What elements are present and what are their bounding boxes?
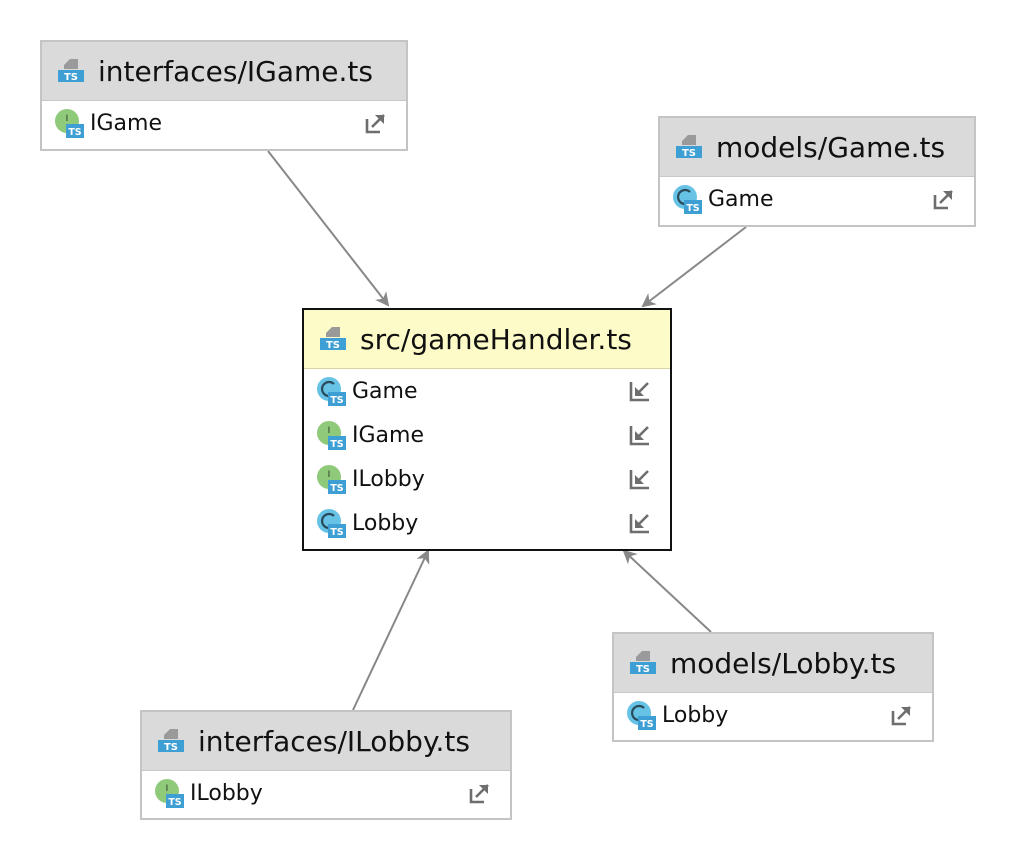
typescript-file-icon: TS [158, 729, 184, 753]
svg-text:I: I [166, 784, 169, 794]
symbol-label: Game [352, 378, 418, 404]
file-node-title: src/gameHandler.ts [360, 322, 632, 356]
edge-game-to-gamehandler [641, 226, 747, 308]
file-node-header[interactable]: TS interfaces/IGame.ts [42, 42, 406, 101]
symbol-label: ILobby [352, 466, 425, 492]
interface-icon: I TS [317, 465, 346, 494]
svg-text:TS: TS [330, 395, 343, 406]
class-icon: TS [673, 185, 702, 214]
class-icon: TS [317, 509, 346, 538]
symbol-row[interactable]: TS Game [304, 369, 670, 413]
symbol-row[interactable]: I TS IGame [304, 413, 670, 457]
svg-text:TS: TS [640, 719, 653, 730]
symbol-label: Game [708, 186, 774, 212]
export-arrow-icon[interactable] [932, 187, 956, 211]
symbol-label: Lobby [662, 702, 729, 728]
svg-text:TS: TS [330, 483, 343, 494]
import-arrow-icon[interactable] [628, 379, 652, 403]
symbol-label: IGame [90, 110, 162, 136]
export-arrow-icon[interactable] [364, 111, 388, 135]
interface-icon: I TS [55, 109, 84, 138]
file-node-title: models/Lobby.ts [670, 646, 897, 680]
export-arrow-icon[interactable] [468, 781, 492, 805]
file-node-title: interfaces/IGame.ts [98, 54, 373, 88]
edge-lobby-to-gamehandler [622, 549, 712, 633]
typescript-file-icon: TS [58, 59, 84, 83]
file-node-header[interactable]: TS models/Lobby.ts [614, 634, 932, 693]
symbol-label: ILobby [190, 780, 263, 806]
symbol-row[interactable]: I TS ILobby [304, 457, 670, 501]
interface-icon: I TS [317, 421, 346, 450]
file-node-gamehandler[interactable]: TS src/gameHandler.ts TS Game I TS IGame [302, 308, 672, 551]
import-arrow-icon[interactable] [628, 467, 652, 491]
import-arrow-icon[interactable] [628, 511, 652, 535]
file-node-ilobby[interactable]: TS interfaces/ILobby.ts I TS ILobby [140, 710, 512, 820]
interface-icon: I TS [155, 779, 184, 808]
edge-ilobby-to-gamehandler [352, 549, 430, 711]
typescript-file-icon: TS [676, 135, 702, 159]
svg-text:TS: TS [330, 527, 343, 538]
file-node-header[interactable]: TS interfaces/ILobby.ts [142, 712, 510, 771]
svg-text:TS: TS [64, 72, 78, 83]
symbol-label: Lobby [352, 510, 419, 536]
typescript-file-icon: TS [630, 651, 656, 675]
file-node-title: interfaces/ILobby.ts [198, 724, 470, 758]
svg-text:TS: TS [682, 148, 696, 159]
edge-igame-to-gamehandler [267, 150, 390, 307]
svg-text:TS: TS [68, 127, 81, 138]
svg-text:TS: TS [326, 340, 340, 351]
svg-text:TS: TS [164, 742, 178, 753]
svg-text:TS: TS [636, 664, 650, 675]
symbol-row[interactable]: TS Lobby [614, 693, 932, 737]
export-arrow-icon[interactable] [890, 703, 914, 727]
file-node-title: models/Game.ts [716, 130, 946, 164]
typescript-file-icon: TS [320, 327, 346, 351]
svg-text:I: I [328, 470, 331, 480]
svg-text:TS: TS [330, 439, 343, 450]
class-icon: TS [317, 377, 346, 406]
file-node-lobby[interactable]: TS models/Lobby.ts TS Lobby [612, 632, 934, 742]
svg-text:TS: TS [168, 797, 181, 808]
file-node-igame[interactable]: TS interfaces/IGame.ts I TS IGame [40, 40, 408, 151]
file-node-header[interactable]: TS src/gameHandler.ts [304, 310, 670, 369]
class-icon: TS [627, 701, 656, 730]
symbol-row[interactable]: TS Lobby [304, 501, 670, 545]
symbol-label: IGame [352, 422, 424, 448]
svg-text:I: I [66, 114, 69, 124]
symbol-row[interactable]: I TS ILobby [142, 771, 510, 815]
svg-text:TS: TS [686, 203, 699, 214]
file-node-header[interactable]: TS models/Game.ts [660, 118, 974, 177]
file-node-game[interactable]: TS models/Game.ts TS Game [658, 116, 976, 227]
symbol-row[interactable]: I TS IGame [42, 101, 406, 145]
svg-text:I: I [328, 426, 331, 436]
symbol-row[interactable]: TS Game [660, 177, 974, 221]
import-arrow-icon[interactable] [628, 423, 652, 447]
